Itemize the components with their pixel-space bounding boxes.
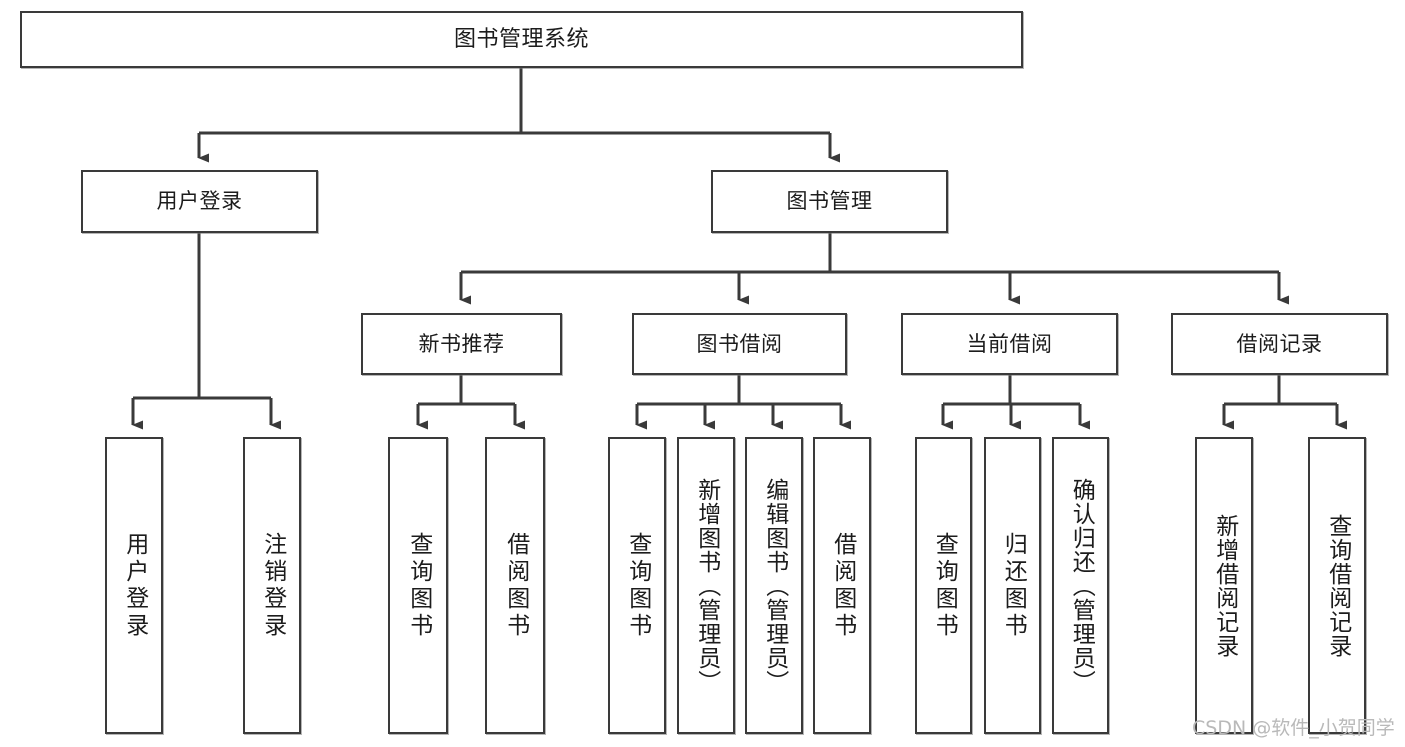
node-label: 查询图书 — [624, 531, 651, 640]
node-label: 借阅记录 — [1236, 331, 1323, 356]
leaf-user-login[interactable]: 用户登录 — [105, 437, 163, 734]
node-label: 图书管理系统 — [453, 26, 589, 52]
leaf-borrow-book-2[interactable]: 借阅图书 — [813, 437, 871, 734]
node-user-login[interactable]: 用户登录 — [81, 170, 318, 233]
leaf-confirm-return-admin[interactable]: 确认归还（管理员） — [1052, 437, 1109, 734]
node-current-borrow[interactable]: 当前借阅 — [901, 313, 1118, 375]
node-label: 借阅图书 — [502, 531, 529, 640]
leaf-add-book-admin[interactable]: 新增图书（管理员） — [677, 437, 735, 734]
node-label: 用户登录 — [121, 531, 148, 640]
leaf-query-book-2[interactable]: 查询图书 — [608, 437, 666, 734]
node-label: 查询图书 — [405, 531, 432, 640]
node-label: 查询图书 — [931, 531, 958, 640]
node-label: 新书推荐 — [418, 331, 505, 356]
node-label: 新增借阅记录 — [1211, 513, 1238, 658]
node-label: 图书借阅 — [696, 331, 783, 356]
leaf-query-book-3[interactable]: 查询图书 — [915, 437, 972, 734]
node-new-book-recommend[interactable]: 新书推荐 — [361, 313, 562, 375]
leaf-edit-book-admin[interactable]: 编辑图书（管理员） — [745, 437, 803, 734]
leaf-add-borrow-record[interactable]: 新增借阅记录 — [1195, 437, 1253, 734]
node-label: 编辑图书（管理员） — [761, 477, 788, 694]
node-label: 新增图书（管理员） — [693, 477, 720, 694]
leaf-borrow-book-1[interactable]: 借阅图书 — [485, 437, 545, 734]
node-book-management[interactable]: 图书管理 — [711, 170, 948, 233]
node-label: 借阅图书 — [829, 531, 856, 640]
node-label: 用户登录 — [156, 189, 243, 214]
node-label: 图书管理 — [786, 189, 873, 214]
node-label: 当前借阅 — [966, 331, 1053, 356]
node-book-borrow[interactable]: 图书借阅 — [632, 313, 847, 375]
node-label: 归还图书 — [1000, 531, 1027, 640]
node-label: 注销登录 — [259, 531, 286, 640]
leaf-return-book[interactable]: 归还图书 — [984, 437, 1041, 734]
csdn-watermark: CSDN @软件_小贺同学 — [1192, 717, 1395, 739]
leaf-query-borrow-record[interactable]: 查询借阅记录 — [1308, 437, 1366, 734]
leaf-query-book-1[interactable]: 查询图书 — [388, 437, 448, 734]
node-root-book-management-system[interactable]: 图书管理系统 — [20, 11, 1023, 68]
node-borrow-record[interactable]: 借阅记录 — [1171, 313, 1388, 375]
node-label: 查询借阅记录 — [1324, 513, 1351, 658]
node-label: 确认归还（管理员） — [1068, 477, 1095, 694]
leaf-logout-login[interactable]: 注销登录 — [243, 437, 301, 734]
